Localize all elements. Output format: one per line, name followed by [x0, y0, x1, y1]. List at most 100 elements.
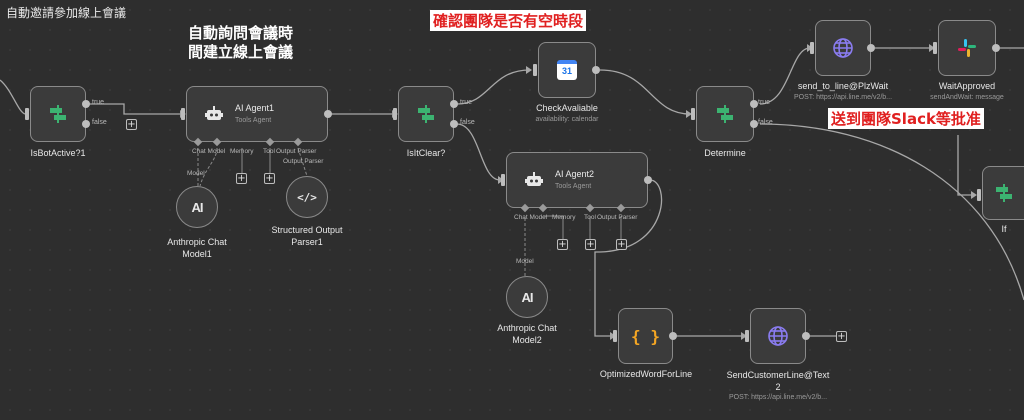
node-label: If: [1001, 224, 1007, 234]
node-ai-agent2[interactable]: AI Agent2 Tools Agent: [506, 152, 648, 208]
edge-label-true: true: [460, 99, 473, 106]
input-port[interactable]: [977, 189, 981, 201]
node-check-available[interactable]: 31: [538, 42, 596, 98]
annotation-ai-agent: 自動詢問會議時 間建立線上會議: [188, 24, 293, 62]
add-node-button[interactable]: +: [836, 331, 847, 342]
port-label-chat-model: Chat Model: [192, 148, 226, 155]
port-label-output-parser-2: Output Parser: [283, 158, 324, 165]
node-label: SendCustomerLine@Text 2: [718, 369, 838, 393]
node-subtitle: Tools Agent: [235, 117, 272, 124]
add-tool-button[interactable]: +: [264, 173, 275, 184]
braces-glyph: { }: [631, 326, 660, 346]
input-port[interactable]: [691, 108, 695, 120]
output-port-false[interactable]: [82, 120, 90, 128]
node-anthropic-chat-model2[interactable]: AI: [506, 276, 548, 318]
anthropic-icon: AI: [191, 199, 204, 215]
google-calendar-icon: 31: [539, 43, 595, 97]
annotation-send-team: 送到團隊Slack等批准: [828, 108, 984, 129]
annotation-line-2: 間建立線上會議: [188, 43, 294, 61]
node-subtitle: Tools Agent: [555, 183, 592, 190]
input-port[interactable]: [181, 108, 185, 120]
output-port-false[interactable]: [750, 120, 758, 128]
node-anthropic-chat-model1[interactable]: AI: [176, 186, 218, 228]
input-port[interactable]: [810, 42, 814, 54]
input-port[interactable]: [25, 108, 29, 120]
braces-icon: { }: [619, 309, 672, 363]
node-wait-approved[interactable]: [938, 20, 996, 76]
node-subtitle: POST: https://api.line.me/v2/b...: [793, 94, 893, 101]
edge-label-false: false: [92, 119, 107, 126]
label-line-1: Structured Output: [271, 225, 343, 235]
add-tool-button[interactable]: +: [585, 239, 596, 250]
node-determine[interactable]: [696, 86, 754, 142]
add-memory-button[interactable]: +: [557, 239, 568, 250]
port-label-output-parser: Output Parser: [597, 214, 638, 221]
port-label-memory: Memory: [230, 148, 254, 155]
output-port-true[interactable]: [82, 100, 90, 108]
edge-label-true: true: [758, 99, 771, 106]
output-port-true[interactable]: [450, 100, 458, 108]
input-port[interactable]: [745, 330, 749, 342]
input-port[interactable]: [533, 64, 537, 76]
output-port[interactable]: [669, 332, 677, 340]
node-is-it-clear[interactable]: [398, 86, 454, 142]
calendar-glyph: 31: [557, 60, 577, 80]
node-title: AI Agent1: [235, 103, 275, 113]
node-label: IsBotActive?1: [30, 148, 86, 158]
node-subtitle: sendAndWait: message: [930, 94, 1004, 101]
node-ai-agent1[interactable]: AI Agent1 Tools Agent: [186, 86, 328, 142]
globe-icon: [816, 21, 870, 75]
input-port[interactable]: [933, 42, 937, 54]
node-label: WaitApproved: [938, 81, 996, 91]
code-icon: </>: [297, 190, 317, 204]
node-send-customer-line[interactable]: [750, 308, 806, 364]
annotation-line-1: 自動詢問會議時: [188, 24, 294, 42]
input-port[interactable]: [613, 330, 617, 342]
node-if[interactable]: [982, 166, 1024, 220]
node-label: IsItClear?: [406, 148, 446, 158]
port-label-model: Model: [187, 170, 205, 177]
label-line-2: Model1: [182, 249, 212, 259]
node-label: Anthropic Chat Model1: [152, 236, 242, 260]
switch-icon: [697, 87, 753, 141]
node-title: AI Agent2: [555, 169, 595, 179]
robot-icon: [205, 106, 223, 122]
add-memory-button[interactable]: +: [236, 173, 247, 184]
switch-icon: [31, 87, 85, 141]
output-port[interactable]: [802, 332, 810, 340]
node-label: OptimizedWordForLine: [599, 369, 693, 379]
label-line-2: Parser1: [291, 237, 323, 247]
node-label: Anthropic Chat Model2: [482, 322, 572, 346]
label-line-1: Anthropic Chat: [167, 237, 227, 247]
output-port-true[interactable]: [750, 100, 758, 108]
output-port[interactable]: [867, 44, 875, 52]
node-send-to-line[interactable]: [815, 20, 871, 76]
node-structured-output-parser1[interactable]: </>: [286, 176, 328, 218]
slack-icon: [939, 21, 995, 75]
label-line-2: Model2: [512, 335, 542, 345]
port-label-tool: Tool: [584, 214, 596, 221]
add-output-parser-button[interactable]: +: [616, 239, 627, 250]
label-line-1: SendCustomerLine@Text: [726, 370, 830, 380]
port-label-output-parser: Output Parser: [276, 148, 317, 155]
node-subtitle: availability: calendar: [535, 116, 599, 123]
output-port[interactable]: [324, 110, 332, 118]
input-port[interactable]: [393, 108, 397, 120]
switch-icon: [983, 167, 1024, 219]
anthropic-icon: AI: [521, 289, 534, 305]
node-optimized-word-for-line[interactable]: { }: [618, 308, 673, 364]
label-line-2: 2: [775, 382, 781, 392]
output-port[interactable]: [592, 66, 600, 74]
output-port-false[interactable]: [450, 120, 458, 128]
node-is-bot-active[interactable]: [30, 86, 86, 142]
edge-label-false: false: [758, 119, 773, 126]
add-node-button[interactable]: +: [126, 119, 137, 130]
input-port[interactable]: [501, 174, 505, 186]
edge-label-false: false: [460, 119, 475, 126]
node-label: send_to_line@PlzWait: [797, 81, 889, 91]
node-subtitle: POST: https://api.line.me/v2/b...: [728, 394, 828, 401]
output-port[interactable]: [644, 176, 652, 184]
robot-icon: [525, 172, 543, 188]
output-port[interactable]: [992, 44, 1000, 52]
